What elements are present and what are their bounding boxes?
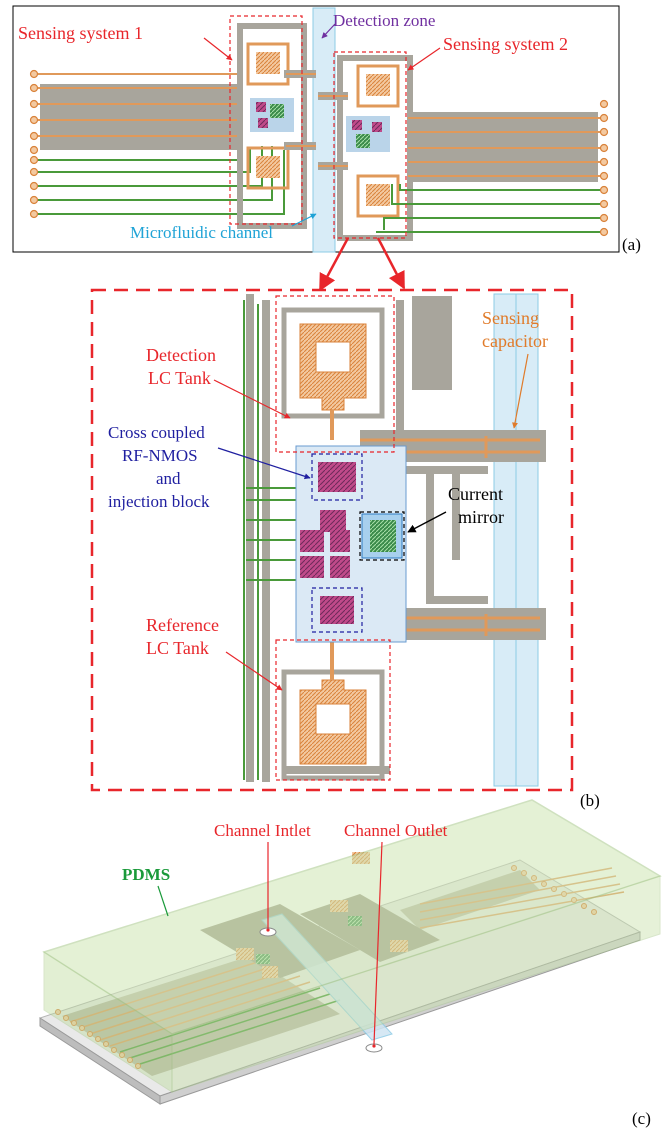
reference-lc-tank-box (275, 639, 391, 781)
sensing-system-2-box (333, 51, 407, 239)
zoom-arrow-right (376, 237, 406, 290)
label-detection-line2: LC Tank (148, 368, 211, 388)
detection-lc-tank-box (275, 295, 395, 453)
microfluidic-channel-band (312, 7, 336, 253)
zoom-arrow-left (318, 237, 350, 292)
label-sensing-system-1: Sensing system 1 (18, 23, 143, 43)
arrow-cross-coupled (217, 447, 311, 480)
arrow-microfluidic-channel (291, 213, 317, 227)
label-detection-line1: Detection (146, 345, 216, 365)
arrow-detection-zone (321, 23, 336, 39)
cross-coupled-box-bottom (311, 587, 363, 633)
arrow-sensing-system-1 (203, 37, 233, 61)
pdms-block (42, 799, 662, 1035)
caption-a: (a) (622, 235, 641, 254)
label-cross-coupled-line3: and (156, 469, 181, 488)
label-reference-line2: LC Tank (146, 638, 209, 658)
arrow-sensing-capacitor (512, 353, 529, 429)
label-sensing-capacitor-line2: capacitor (482, 331, 548, 351)
leader-channel-outlet (373, 841, 383, 1045)
label-pdms: PDMS (122, 865, 170, 884)
cross-coupled-box-top (311, 453, 363, 501)
right-lead-wires (376, 99, 609, 237)
left-lead-wires (29, 69, 285, 219)
label-cross-coupled-line1: Cross coupled (108, 423, 205, 442)
panel-b: Detection LC Tank Cross coupled RF-NMOS … (90, 288, 600, 810)
sensing-system-1-layout (237, 23, 316, 229)
sensing-system-1-box (229, 15, 303, 225)
label-channel-outlet: Channel Outlet (344, 821, 448, 840)
gray-pad-top (412, 296, 452, 390)
caption-c: (c) (632, 1109, 651, 1128)
left-bond-pads (55, 1009, 141, 1069)
label-channel-inlet: Channel Intlet (214, 821, 311, 840)
arrow-reference-lc-tank (225, 651, 283, 691)
current-mirror-box (359, 511, 405, 561)
detection-lc-tank-layout (281, 307, 385, 440)
label-current-mirror-line1: Current (448, 484, 503, 504)
label-reference-line1: Reference (146, 615, 219, 635)
leader-pdms (157, 885, 169, 917)
panel-a: Sensing system 1 Detection zone Sensing … (12, 5, 641, 254)
transistor-core-layout (295, 445, 407, 643)
reference-lc-tank-layout (281, 640, 385, 781)
arrow-sensing-system-2 (407, 47, 441, 71)
label-sensing-capacitor-line1: Sensing (482, 308, 539, 328)
arrow-current-mirror (407, 511, 447, 533)
caption-b: (b) (580, 791, 600, 810)
label-current-mirror-line2: mirror (458, 507, 504, 527)
label-detection-zone: Detection zone (333, 11, 435, 30)
label-sensing-system-2: Sensing system 2 (443, 34, 568, 54)
label-cross-coupled-line4: injection block (108, 492, 210, 511)
panel-c: PDMS Channel Intlet Channel Outlet (c) (38, 799, 662, 1128)
arrow-detection-lc-tank (213, 379, 291, 419)
label-cross-coupled-line2: RF-NMOS (122, 446, 198, 465)
label-microfluidic-channel: Microfluidic channel (130, 223, 273, 242)
